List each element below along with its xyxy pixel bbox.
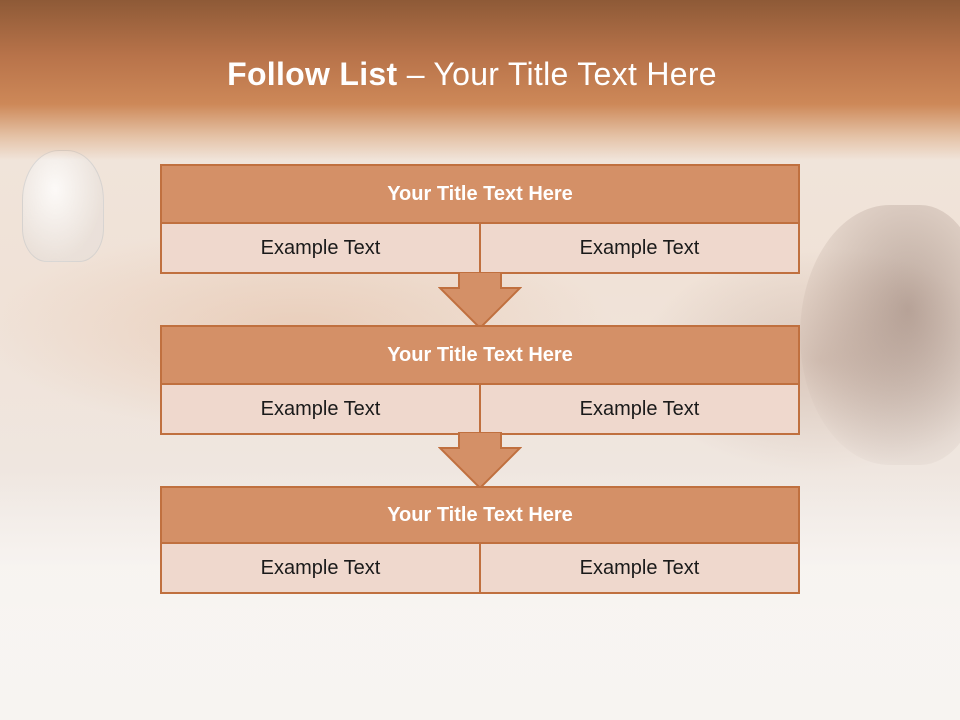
- step-row: Example Text Example Text: [162, 544, 798, 592]
- cupping-jar-image: [22, 150, 104, 262]
- header-band: [0, 0, 960, 160]
- slide-title-bold: Follow List: [227, 56, 398, 92]
- step-title: Your Title Text Here: [162, 327, 798, 385]
- step-row: Example Text Example Text: [162, 224, 798, 272]
- step-cell-right: Example Text: [479, 224, 798, 272]
- step-block-2: Your Title Text Here Example Text Exampl…: [160, 325, 800, 435]
- step-cell-left: Example Text: [162, 544, 479, 592]
- step-title: Your Title Text Here: [162, 488, 798, 544]
- step-cell-right: Example Text: [479, 385, 798, 433]
- slide-title-rest: – Your Title Text Here: [397, 56, 717, 92]
- background-person-image: [800, 205, 960, 465]
- step-block-3: Your Title Text Here Example Text Exampl…: [160, 486, 800, 594]
- step-row: Example Text Example Text: [162, 385, 798, 433]
- step-block-1: Your Title Text Here Example Text Exampl…: [160, 164, 800, 274]
- step-cell-right: Example Text: [479, 544, 798, 592]
- step-cell-left: Example Text: [162, 224, 479, 272]
- step-title: Your Title Text Here: [162, 166, 798, 224]
- step-cell-left: Example Text: [162, 385, 479, 433]
- down-arrow-icon: [438, 432, 522, 490]
- down-arrow-icon: [438, 272, 522, 330]
- slide-title: Follow List – Your Title Text Here: [0, 56, 944, 93]
